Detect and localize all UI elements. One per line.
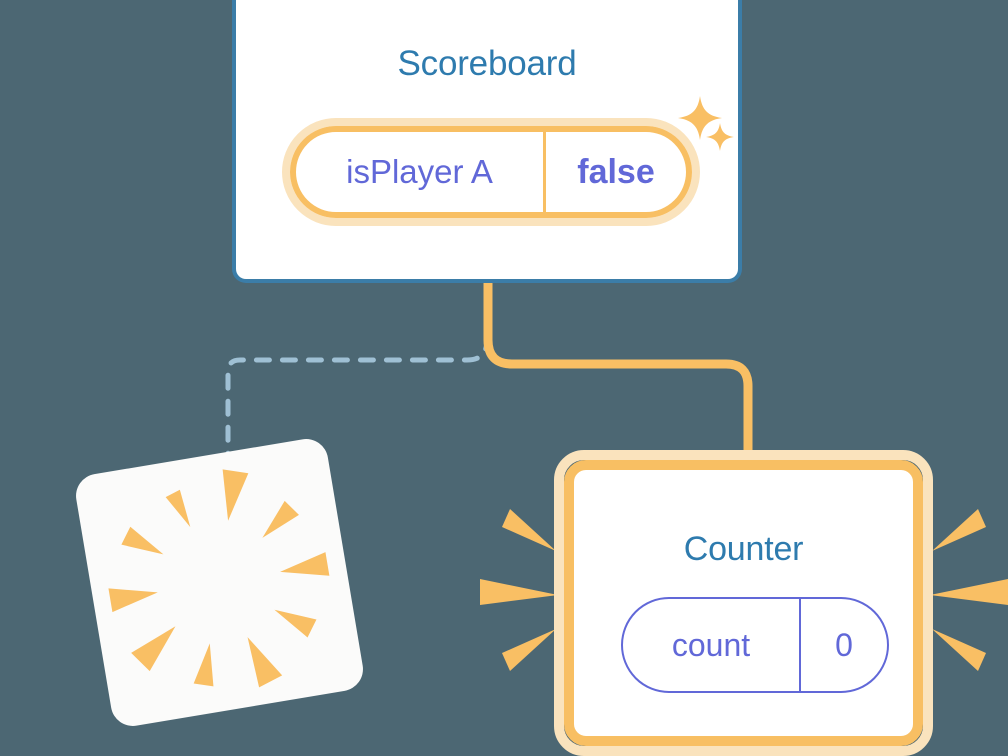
connector-scoreboard-to-counter — [483, 283, 753, 462]
counter-burst-rays-left-icon — [480, 509, 558, 671]
scoreboard-title: Scoreboard — [397, 44, 577, 83]
counter-card[interactable]: Counter count 0 — [554, 450, 933, 756]
counter-state-value: 0 — [835, 626, 853, 663]
sparkle-large-icon — [678, 96, 722, 140]
sparkle-small-icon — [706, 123, 734, 151]
burst-rays-icon — [108, 469, 330, 688]
scoreboard-card[interactable]: Scoreboard isPlayer A false — [232, 0, 742, 283]
counter-state-key: count — [623, 599, 801, 691]
scoreboard-state-pill-inner: isPlayer A false — [290, 126, 692, 218]
scoreboard-state-key: isPlayer A — [296, 132, 546, 212]
counter-title: Counter — [683, 530, 804, 568]
burst-card[interactable] — [72, 435, 367, 730]
counter-state-pill[interactable]: count 0 — [621, 597, 889, 693]
scoreboard-state-pill[interactable]: isPlayer A false — [282, 118, 700, 226]
counter-burst-rays-right-icon — [930, 509, 1008, 671]
counter-card-inner: Counter count 0 — [564, 460, 923, 746]
scoreboard-state-value: false — [577, 152, 655, 191]
